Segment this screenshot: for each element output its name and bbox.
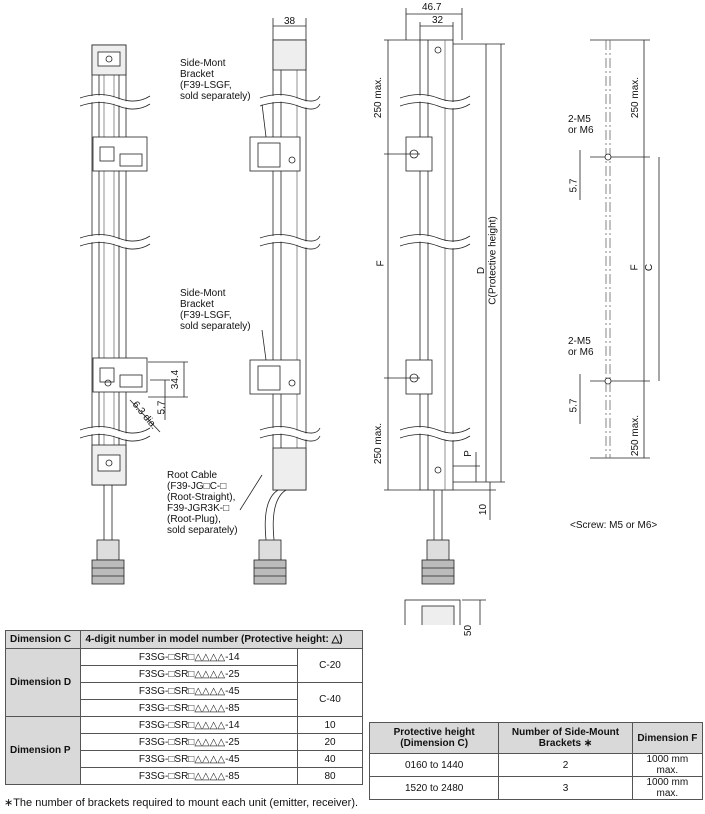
row1-brackets: 2 [498, 753, 633, 777]
dim-C-protective: C(Protective height) [487, 216, 499, 305]
right-2m5-label-1: 2-M5 or M6 [568, 114, 594, 136]
dimension-p-label: Dimension P [4, 716, 82, 785]
header-dimension-f: Dimension F [631, 722, 704, 754]
side-mount-1-line4: sold separately) [180, 91, 251, 102]
root-cable-line1: Root Cable [167, 470, 218, 481]
side-view [239, 18, 323, 585]
right-2m5-1-line1: 2-M5 [568, 114, 591, 125]
p-model-25: F3SG-□SR□△△△△-25 [80, 733, 298, 751]
right-C: C [644, 263, 656, 272]
dim-38: 38 [284, 16, 296, 27]
p-model-14: F3SG-□SR□△△△△-14 [80, 716, 298, 734]
dim-34-4: 34.4 [170, 369, 182, 390]
table-row: Dimension P F3SG-□SR□△△△△-14 10 [4, 716, 363, 785]
side-mount-2-line2: Bracket [180, 299, 214, 310]
dim-46-7: 46.7 [422, 2, 442, 13]
p-model-85: F3SG-□SR□△△△△-85 [80, 767, 298, 785]
d-model-45: F3SG-□SR□△△△△-45 [80, 682, 298, 700]
root-cable-line3: (Root-Straight), [167, 492, 236, 503]
root-cable-line5: (Root-Plug), [167, 514, 221, 525]
dim-10: 10 [478, 503, 490, 516]
table-row: Dimension D F3SG-□SR□△△△△-14 C-20 [4, 648, 363, 717]
dim-P: P [462, 450, 474, 457]
d-model-25: F3SG-□SR□△△△△-25 [80, 665, 298, 683]
dimension-table: Dimension C 4-digit number in model numb… [4, 630, 363, 785]
right-250-max-bottom: 250 max. [630, 414, 642, 457]
table-row: F3SG-□SR□△△△△-85 80 [6, 767, 363, 785]
side-mount-2-line3: (F39-LSGF, [180, 310, 232, 321]
footnote: ∗The number of brackets required to moun… [4, 797, 359, 809]
screw-note: <Screw: M5 or M6> [570, 520, 658, 531]
p-value-85: 80 [297, 767, 363, 785]
row1-dimension-f: 1000 mm max. [631, 753, 704, 777]
d-model-85: F3SG-□SR□△△△△-85 [80, 699, 298, 717]
root-cable-line2: (F39-JG□C-□ [167, 481, 227, 492]
dim-32: 32 [432, 15, 444, 26]
row2-height: 1520 to 2480 [368, 776, 500, 800]
row1-height: 0160 to 1440 [368, 753, 500, 777]
right-2m5-2-line2: or M6 [568, 347, 594, 358]
p-value-14: 10 [297, 716, 363, 734]
dimension-drawing [79, 8, 660, 625]
right-250-max-top: 250 max. [630, 76, 642, 119]
table-row: F3SG-□SR□△△△△-45 C-40 [6, 682, 363, 717]
p-model-45: F3SG-□SR□△△△△-45 [80, 750, 298, 768]
d-value-c20: C-20 [297, 648, 363, 683]
row2-dimension-f: 1000 mm max. [631, 776, 704, 800]
root-cable-line4: F39-JGR3K-□ [167, 503, 230, 514]
side-mount-label-1: Side-Mont Bracket (F39-LSGF, sold separa… [180, 58, 251, 102]
p-value-25: 20 [297, 733, 363, 751]
header-model-number: 4-digit number in model number (Protecti… [80, 630, 363, 649]
dim-250-max-bottom: 250 max. [373, 422, 385, 465]
p-value-45: 40 [297, 750, 363, 768]
table-row: 1520 to 2480 3 1000 mm max. [368, 776, 704, 800]
hole-pattern [579, 39, 660, 459]
d-value-c40: C-40 [297, 682, 363, 717]
d-model-14: F3SG-□SR□△△△△-14 [80, 648, 298, 666]
side-mount-label-2: Side-Mont Bracket (F39-LSGF, sold separa… [180, 288, 251, 332]
side-mount-1-line2: Bracket [180, 69, 214, 80]
right-5-7-1: 5.7 [568, 178, 580, 193]
root-cable-label: Root Cable (F39-JG□C-□ (Root-Straight), … [167, 470, 238, 536]
dim-250-max-top: 250 max. [373, 76, 385, 119]
header-number-of-brackets: Number of Side-Mount Brackets ∗ [498, 722, 633, 754]
right-2m5-label-2: 2-M5 or M6 [568, 336, 594, 358]
dim-F: F [375, 260, 387, 267]
dim-50: 50 [463, 624, 475, 637]
row2-brackets: 3 [498, 776, 633, 800]
header-dimension-c: Dimension C [4, 630, 82, 649]
right-2m5-1-line2: or M6 [568, 125, 594, 136]
table-row: 0160 to 1440 2 1000 mm max. [368, 753, 704, 777]
right-2m5-2-line1: 2-M5 [568, 336, 591, 347]
dimension-table-header: Dimension C 4-digit number in model numb… [4, 630, 363, 649]
bracket-table-header: Protective height (Dimension C) Number o… [368, 722, 704, 754]
dim-5-7-left: 5.7 [156, 400, 168, 415]
side-mount-2-line4: sold separately) [180, 321, 251, 332]
right-5-7-2: 5.7 [568, 398, 580, 413]
root-cable-line6: sold separately) [167, 525, 238, 536]
front-view [79, 44, 188, 585]
bracket-table: Protective height (Dimension C) Number o… [368, 722, 704, 800]
side-mount-1-line3: (F39-LSGF, [180, 80, 232, 91]
right-F: F [629, 264, 641, 271]
side-mount-1-line1: Side-Mont [180, 58, 226, 69]
dimension-d-label: Dimension D [4, 648, 82, 717]
dim-D: D [476, 266, 488, 275]
side-mount-2-line1: Side-Mont [180, 288, 226, 299]
rear-view [384, 8, 505, 625]
header-protective-height: Protective height (Dimension C) [368, 722, 500, 754]
